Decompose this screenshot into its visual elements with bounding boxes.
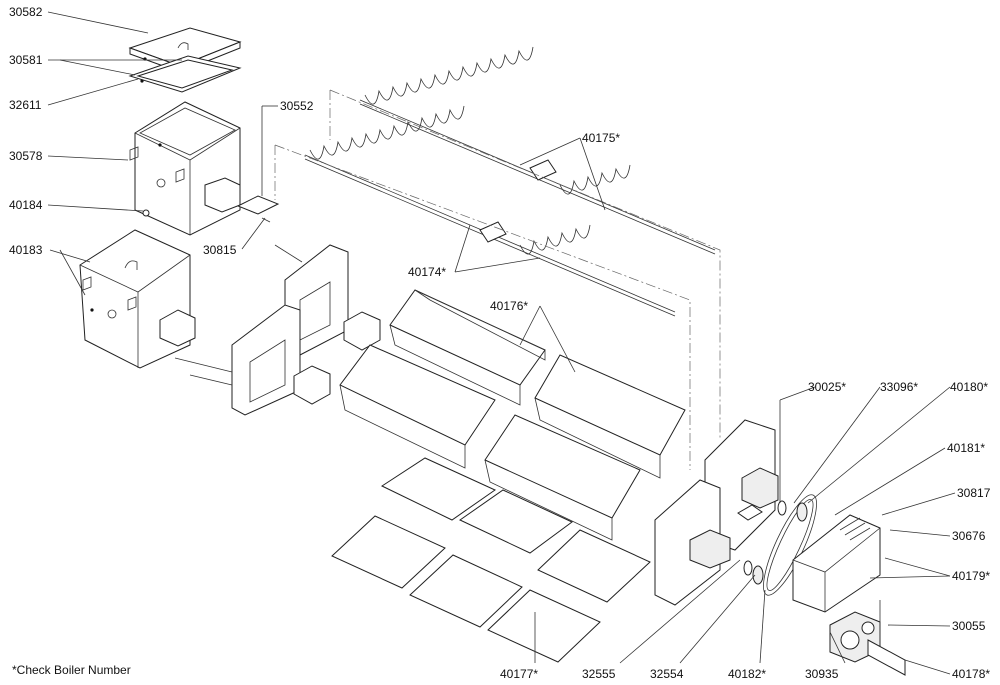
label-40174: 40174* xyxy=(408,265,447,279)
label-30582: 30582 xyxy=(9,5,43,19)
label-40184: 40184 xyxy=(9,198,43,212)
guide-lines xyxy=(274,89,721,470)
label-40181: 40181* xyxy=(947,441,986,455)
label-40177: 40177* xyxy=(500,667,539,681)
bracket-30552 xyxy=(236,195,280,223)
auger-40175 xyxy=(359,46,716,255)
label-30552: 30552 xyxy=(280,99,314,113)
sleeve-upper xyxy=(343,311,381,351)
label-30817: 30817 xyxy=(957,486,991,500)
drive-end-plate-upper xyxy=(704,419,779,551)
motor-bracket-40178 xyxy=(867,600,906,676)
lower-hopper-box xyxy=(79,229,196,369)
trough-upper-right xyxy=(534,354,686,479)
label-32554: 32554 xyxy=(650,667,684,681)
leader-lines xyxy=(47,11,956,675)
trough-upper-left xyxy=(389,289,546,406)
drive-end-plate-lower xyxy=(654,479,763,606)
drive-chain xyxy=(763,494,817,596)
label-30055: 30055 xyxy=(952,619,986,633)
trough-lower-left xyxy=(339,344,496,469)
label-30025: 30025* xyxy=(808,380,847,394)
label-40175: 40175* xyxy=(582,131,621,145)
label-32555: 32555 xyxy=(582,667,616,681)
label-40180: 40180* xyxy=(950,380,989,394)
label-30581: 30581 xyxy=(9,53,43,67)
footnote-check-boiler: *Check Boiler Number xyxy=(12,663,131,677)
label-30815: 30815 xyxy=(203,243,237,257)
floor-plates xyxy=(331,457,651,663)
chain-guard-40179 xyxy=(792,514,881,613)
sleeve-lower xyxy=(293,365,331,405)
label-32611: 32611 xyxy=(9,98,42,112)
sprockets xyxy=(743,500,808,585)
label-40179: 40179* xyxy=(952,569,991,583)
trough-lower-right xyxy=(484,414,641,541)
label-30578: 30578 xyxy=(9,149,43,163)
upper-hopper-box xyxy=(129,101,241,236)
label-30676: 30676 xyxy=(952,529,986,543)
auger-40174 xyxy=(304,105,676,317)
small-fitting-40184 xyxy=(142,209,150,217)
label-40178: 40178* xyxy=(952,667,991,681)
label-30935: 30935 xyxy=(805,667,839,681)
lid-gasket xyxy=(128,55,242,93)
label-40182: 40182* xyxy=(728,667,767,681)
label-33096: 33096* xyxy=(880,380,919,394)
label-40176: 40176* xyxy=(490,299,529,313)
label-40183: 40183 xyxy=(9,243,43,257)
